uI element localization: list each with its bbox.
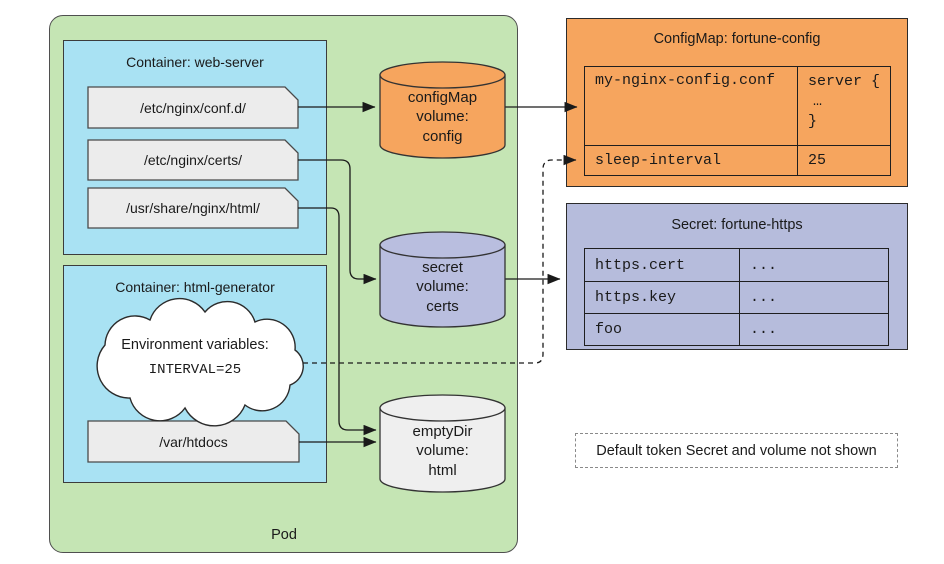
configmap-table: my-nginx-config.conf server { … } sleep-… (584, 66, 891, 176)
configmap-value-line: } (808, 113, 818, 130)
secret-value-cell: ... (739, 249, 888, 281)
mount-label: /etc/nginx/certs/ (143, 152, 243, 168)
volume-label-line: emptyDir (412, 422, 473, 440)
configmap-resource-box: ConfigMap: fortune-config my-nginx-confi… (566, 18, 908, 187)
configmap-value-line: server { (808, 73, 881, 90)
container-html-generator-title: Container: html-generator (115, 279, 275, 295)
note-text: Default token Secret and volume not show… (596, 442, 877, 459)
secret-table: https.cert ... https.key ... foo ... (584, 248, 889, 346)
env-cloud-text: Environment variables: INTERVAL=25 (90, 333, 300, 383)
configmap-key-cell: my-nginx-config.conf (595, 72, 776, 89)
mount-label: /etc/nginx/conf.d/ (140, 99, 246, 116)
emptydir-volume-label: emptyDir volume: html (380, 422, 505, 480)
secret-resource-box: Secret: fortune-https https.cert ... htt… (566, 203, 908, 350)
secret-value-cell: ... (739, 313, 888, 345)
configmap-volume-label: configMap volume: config (380, 88, 505, 146)
volume-label-line: html (428, 461, 457, 479)
note-box: Default token Secret and volume not show… (575, 433, 898, 468)
secret-title: Secret: fortune-https (671, 217, 803, 233)
volume-label-line: configMap (407, 88, 478, 106)
configmap-value-cell: 25 (797, 145, 890, 175)
secret-volume-label: secret volume: certs (380, 258, 505, 316)
volume-label-line: volume: (416, 278, 469, 296)
volume-label-line: config (422, 127, 463, 145)
container-web-server-title: Container: web-server (126, 54, 264, 70)
configmap-title: ConfigMap: fortune-config (653, 31, 821, 47)
volume-label-line: secret (422, 258, 463, 276)
secret-key-cell: foo (585, 313, 739, 345)
env-cloud-heading: Environment variables: (121, 337, 269, 353)
mount-label: /usr/share/nginx/html/ (126, 200, 260, 216)
volume-label-line: volume: (416, 108, 469, 126)
mount-label: /var/htdocs (159, 433, 228, 450)
secret-key-cell: https.key (585, 281, 739, 313)
secret-value-cell: ... (739, 281, 888, 313)
volume-label-line: certs (426, 297, 459, 315)
env-cloud-variable: INTERVAL=25 (148, 362, 242, 378)
configmap-value-line: … (813, 93, 823, 110)
secret-key-cell: https.cert (595, 256, 686, 274)
volume-label-line: volume: (416, 442, 469, 460)
configmap-value-cell: server { … } (797, 67, 890, 145)
configmap-key-cell: sleep-interval (585, 145, 797, 175)
pod-label: Pod (271, 527, 297, 543)
